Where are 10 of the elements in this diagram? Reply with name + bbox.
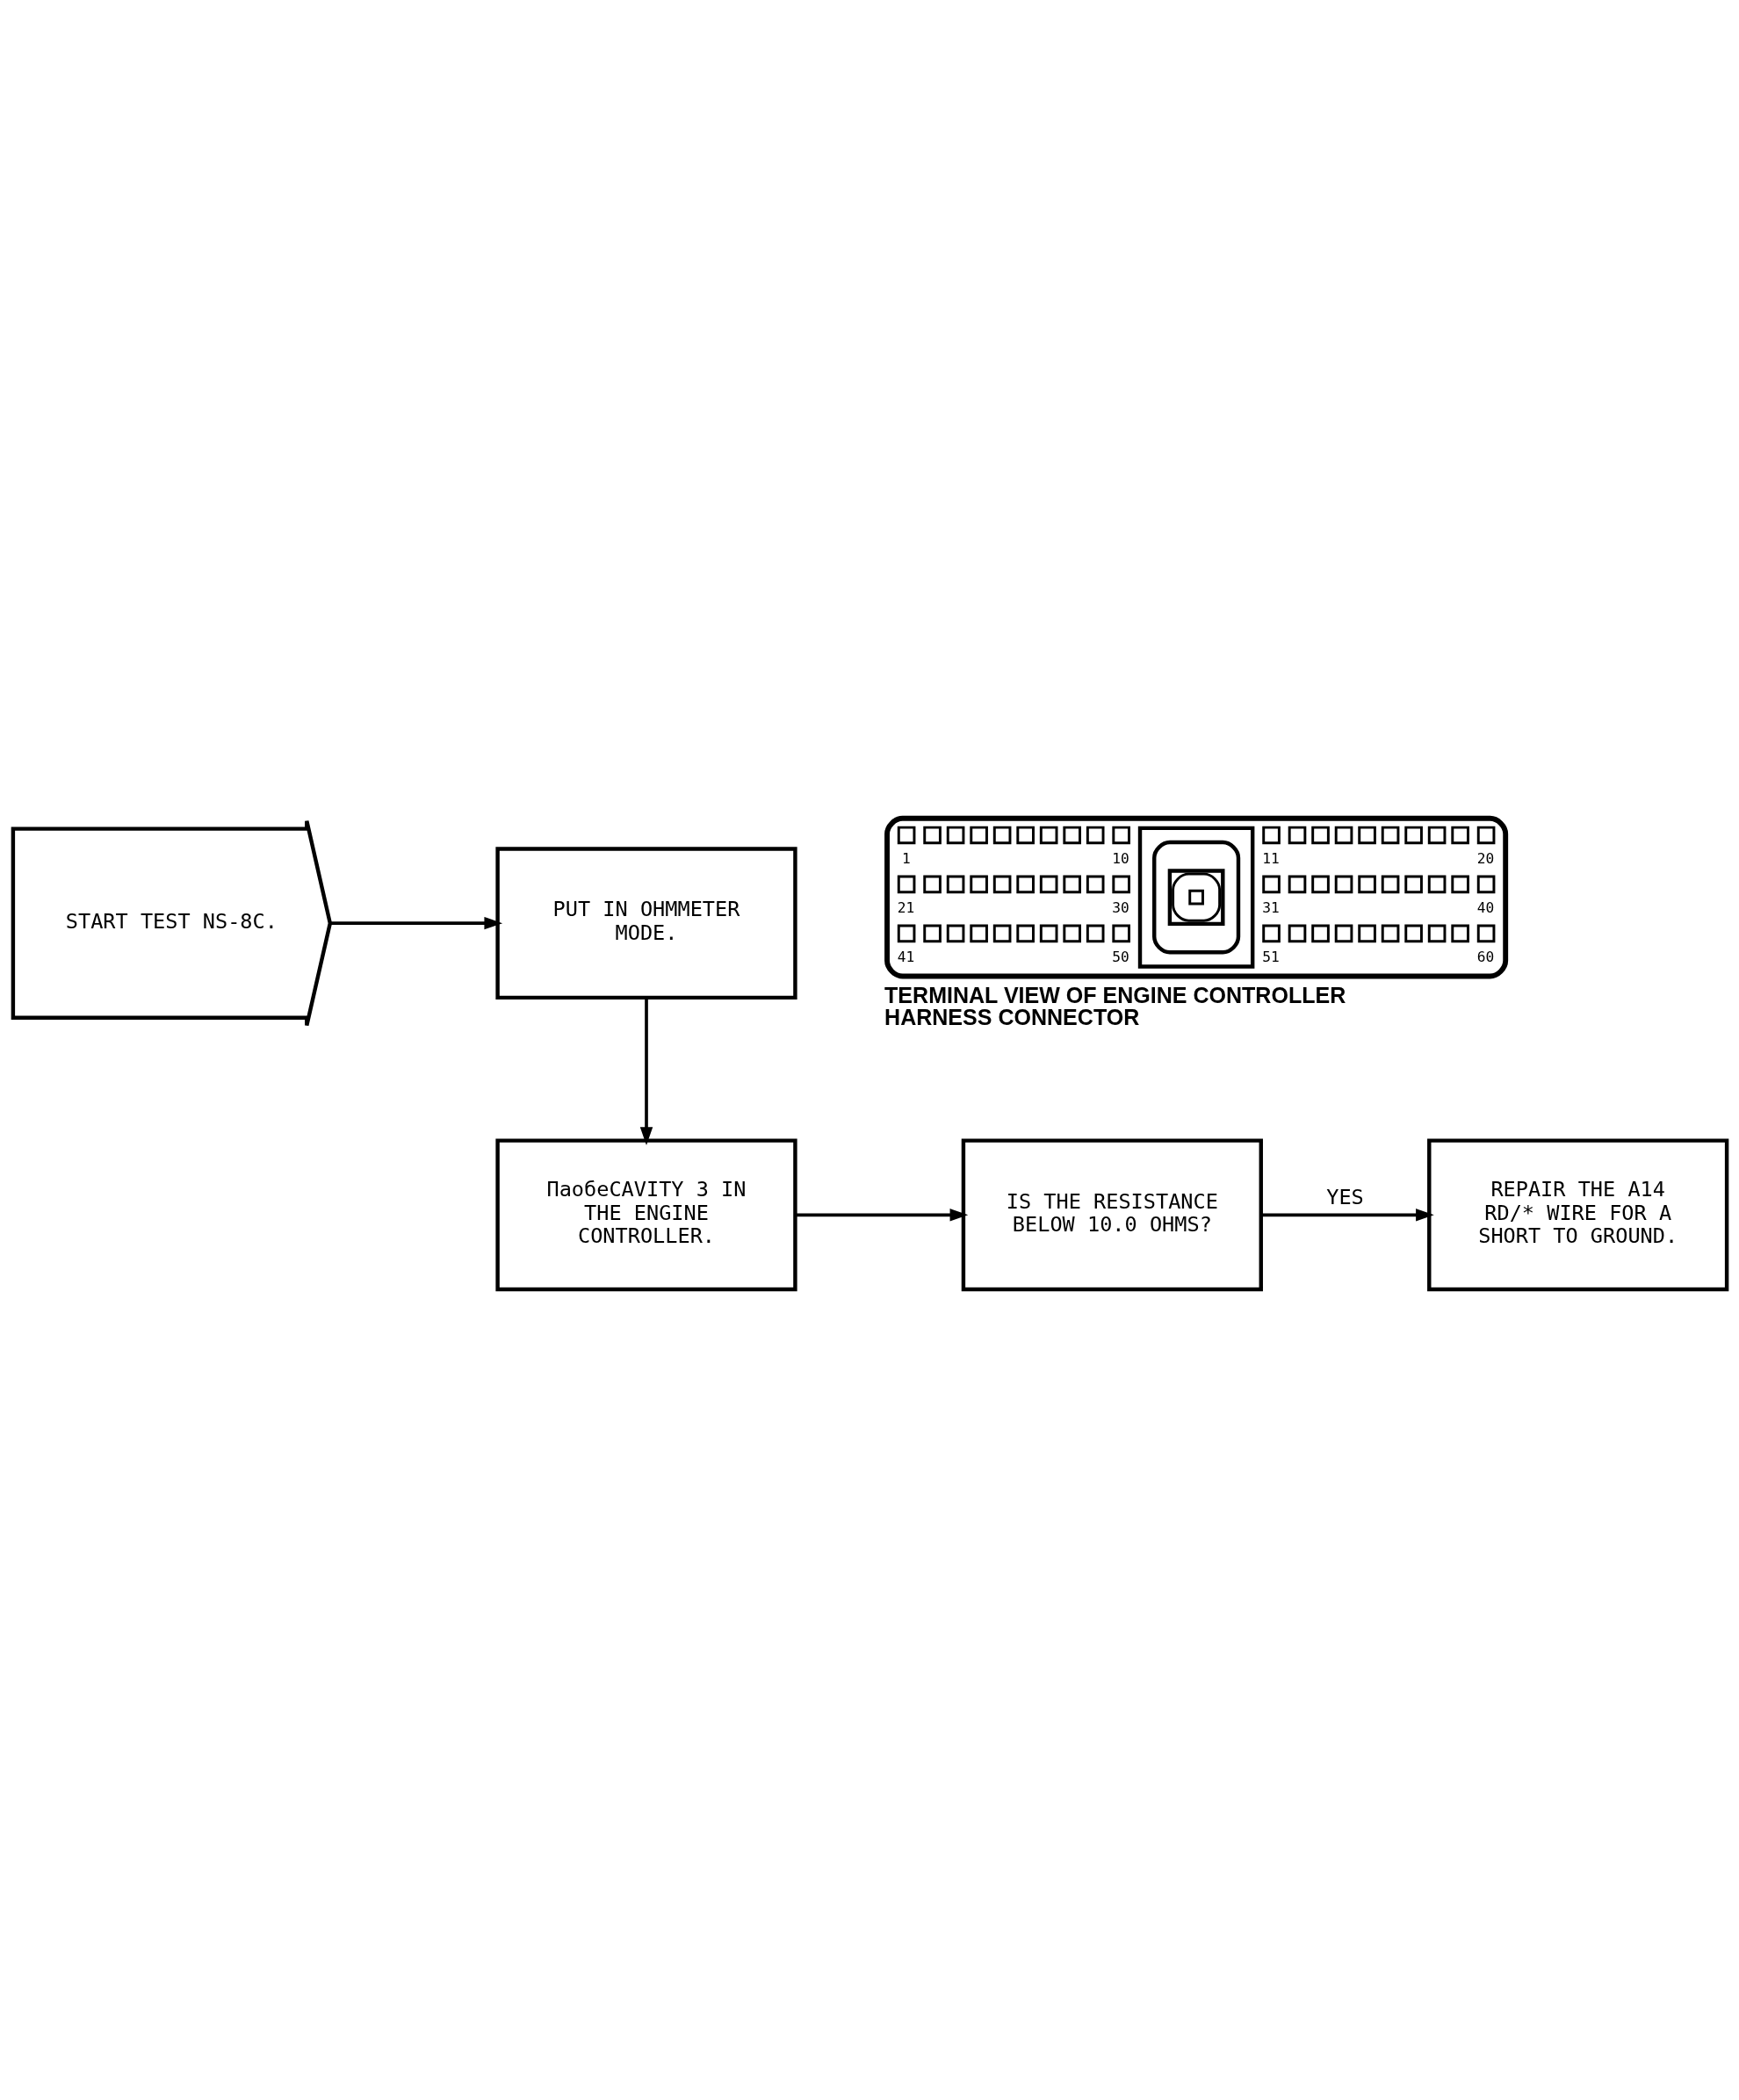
node-box: IS THE RESISTANCE BELOW 10.0 OHMS?: [961, 1138, 1263, 1292]
node-label: TERMINAL VIEW OF ENGINE CONTROLLER HARNESS CONNECTOR: [884, 982, 1346, 1029]
node-box: REPAIR THE A14 RD/* WIRE FOR A SHORT TO GROUND.: [1426, 1138, 1728, 1292]
arrow: [795, 1209, 968, 1222]
edge-label: YES: [1325, 1185, 1364, 1210]
node-box: PUT IN OHMMETER MODE.: [494, 847, 797, 1000]
arrow: [329, 916, 502, 930]
arrow: [639, 998, 653, 1145]
node-box: ПаобеCAVITY 3 IN THE ENGINE CONTROLLER.: [494, 1138, 797, 1292]
arrow: [1260, 1209, 1434, 1222]
